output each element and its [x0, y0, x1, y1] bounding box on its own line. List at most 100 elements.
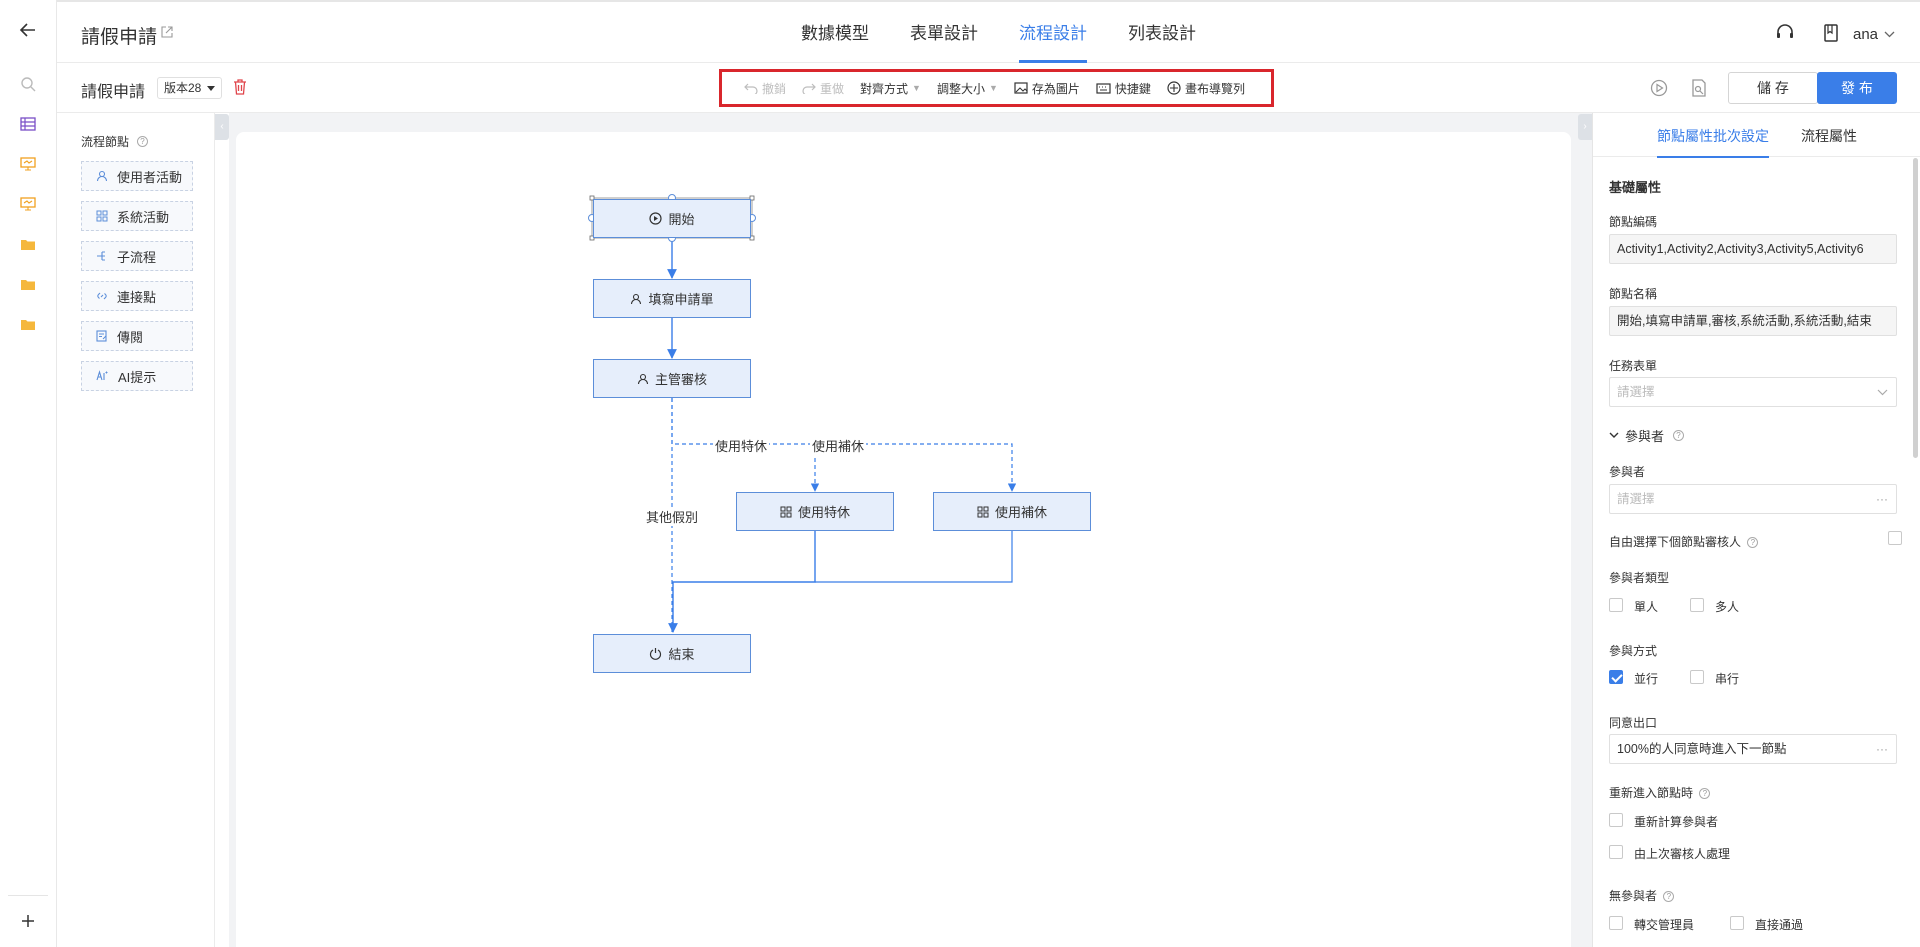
agree-exit-select[interactable]: 100%的人同意時進入下一節點 ··· [1609, 734, 1897, 764]
caret-down-icon [207, 85, 216, 91]
participants-section[interactable]: 參與者 ? [1609, 426, 1685, 445]
user-menu[interactable]: ana [1853, 26, 1895, 43]
palette-item-subflow[interactable]: 子流程 [81, 241, 193, 271]
type-single-checkbox[interactable] [1609, 598, 1623, 612]
user-icon [637, 373, 649, 384]
flow-edges [588, 194, 1017, 633]
node-name-label: 節點名稱 [1609, 287, 1658, 301]
ai-icon [96, 370, 108, 381]
palette-item-user-activity[interactable]: 使用者活動 [81, 161, 193, 191]
basic-section-title: 基礎屬性 [1609, 180, 1662, 195]
task-form-select[interactable]: 請選擇 [1609, 377, 1897, 407]
main-tabs: 數據模型 表單設計 流程設計 列表設計 [801, 2, 1237, 63]
recalc-checkbox[interactable] [1609, 813, 1623, 827]
collapse-right-handle[interactable]: › [1578, 114, 1592, 140]
help-icon[interactable]: ? [137, 136, 149, 147]
palette-title: 流程節點 ? [81, 133, 149, 150]
participant-select[interactable]: 請選擇 ··· [1609, 484, 1897, 514]
properties-panel: 節點屬性批次設定 流程屬性 基礎屬性 節點編碼 Activity1,Activi… [1592, 113, 1920, 947]
palette-item-system-activity[interactable]: 系統活動 [81, 201, 193, 231]
publish-button[interactable]: 發 布 [1817, 72, 1897, 104]
save-image-button[interactable]: 存為圖片 [1014, 80, 1080, 97]
back-arrow-icon[interactable] [18, 20, 38, 40]
undo-icon [744, 83, 758, 94]
canvas-nav-button[interactable]: 畫布導覽列 [1167, 80, 1245, 97]
properties-tabs: 節點屬性批次設定 流程屬性 [1593, 113, 1920, 158]
tab-flow-properties[interactable]: 流程屬性 [1801, 128, 1857, 144]
help-icon[interactable]: ? [1747, 537, 1759, 549]
tab-batch-node-properties[interactable]: 節點屬性批次設定 [1657, 128, 1769, 158]
transfer-admin-label: 轉交管理員 [1634, 918, 1695, 932]
chevron-down-icon [1877, 378, 1888, 406]
palette-item-connector[interactable]: 連接點 [81, 281, 193, 311]
flow-node-start[interactable]: 開始 [593, 199, 751, 238]
trash-icon[interactable] [233, 79, 247, 98]
reenter-label: 重新進入節點時 ? [1609, 784, 1711, 801]
grid-icon [96, 210, 108, 222]
presentation-icon[interactable] [18, 194, 38, 214]
redo-button[interactable]: 重做 [802, 80, 844, 97]
plus-icon[interactable] [18, 911, 38, 931]
type-multi-checkbox[interactable] [1690, 598, 1704, 612]
node-name-field[interactable]: 開始,填寫申請單,審核,系統活動,系統活動,結束 [1609, 306, 1897, 336]
play-icon[interactable] [1650, 79, 1668, 100]
pass-direct-checkbox[interactable] [1730, 916, 1744, 930]
flow-node-manager-review[interactable]: 主管審核 [593, 359, 751, 398]
grid-icon [977, 506, 989, 517]
book-icon[interactable] [1823, 24, 1839, 45]
more-icon[interactable]: ··· [1876, 742, 1888, 756]
palette-item-circulate[interactable]: 傳閱 [81, 321, 193, 351]
external-link-icon[interactable] [161, 26, 173, 41]
mode-parallel-checkbox[interactable] [1609, 670, 1623, 684]
search-icon[interactable] [18, 74, 38, 94]
folder-icon[interactable] [18, 274, 38, 294]
table-icon[interactable] [18, 114, 38, 134]
help-icon[interactable]: ? [1673, 430, 1685, 441]
flow-node-special-leave[interactable]: 使用特休 [736, 492, 894, 531]
scrollbar[interactable] [1913, 158, 1918, 458]
undo-button[interactable]: 撤銷 [744, 80, 786, 97]
task-form-label: 任務表單 [1609, 359, 1658, 373]
process-toolbar: 請假申請 版本28 撤銷 重做 對齊方式 ▼ 調整大小 ▼ 存為圖片 快捷鍵 [57, 63, 1920, 113]
chevron-down-icon [1884, 31, 1895, 38]
help-icon[interactable]: ? [1699, 788, 1711, 800]
tab-list-design[interactable]: 列表設計 [1128, 24, 1196, 43]
flow-node-comp-leave[interactable]: 使用補休 [933, 492, 1091, 531]
save-button[interactable]: 儲 存 [1728, 72, 1818, 104]
flow-canvas[interactable]: 開始 填寫申請單 主管審核 使用特休 使用補休 結束 使用特休 使用補休 其他假… [236, 132, 1571, 947]
transfer-admin-checkbox[interactable] [1609, 916, 1623, 930]
edge-special-to-end [668, 531, 816, 633]
presentation-icon[interactable] [18, 154, 38, 174]
help-icon[interactable]: ? [1663, 891, 1675, 903]
link-icon [97, 292, 107, 300]
tab-flow-design[interactable]: 流程設計 [1019, 2, 1087, 63]
shortcuts-button[interactable]: 快捷鍵 [1096, 80, 1151, 97]
last-reviewer-label: 由上次審核人處理 [1634, 847, 1731, 861]
user-icon [631, 293, 642, 304]
free-select-checkbox[interactable] [1888, 531, 1902, 545]
document-search-icon[interactable] [1691, 79, 1707, 100]
folder-icon[interactable] [18, 314, 38, 334]
user-name: ana [1853, 26, 1879, 43]
participation-mode-label: 參與方式 [1609, 644, 1658, 658]
more-icon[interactable]: ··· [1876, 492, 1888, 506]
resize-dropdown[interactable]: 調整大小 ▼ [936, 81, 998, 96]
flow-node-end[interactable]: 結束 [593, 634, 751, 673]
version-select[interactable]: 版本28 [157, 77, 223, 99]
tab-data-model[interactable]: 數據模型 [801, 24, 869, 43]
top-header: 請假申請 數據模型 表單設計 流程設計 列表設計 ana [57, 0, 1920, 63]
align-dropdown[interactable]: 對齊方式 ▼ [860, 81, 921, 96]
recalc-label: 重新計算參與者 [1634, 815, 1719, 829]
edge-label-comp: 使用補休 [810, 436, 867, 455]
tab-form-design[interactable]: 表單設計 [910, 24, 978, 43]
collapse-left-handle[interactable]: ‹ [215, 114, 229, 140]
last-reviewer-checkbox[interactable] [1609, 845, 1623, 859]
edge-label-other: 其他假別 [644, 507, 701, 526]
flow-node-fill-form[interactable]: 填寫申請單 [593, 279, 751, 318]
edge-review-to-comp [815, 443, 1017, 492]
mode-serial-checkbox[interactable] [1690, 670, 1704, 684]
folder-icon[interactable] [18, 234, 38, 254]
palette-item-ai-prompt[interactable]: AI提示 [81, 361, 193, 391]
node-code-field[interactable]: Activity1,Activity2,Activity3,Activity5,… [1609, 234, 1897, 264]
headset-icon[interactable] [1775, 24, 1795, 45]
